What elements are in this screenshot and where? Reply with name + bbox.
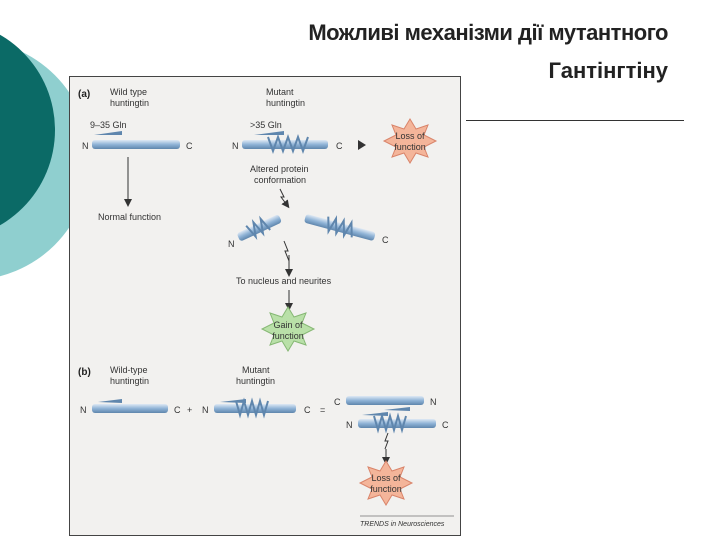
b-wt-tail [98,399,122,403]
slide-title-line2: Гантінгтіну [548,58,668,83]
mut-label-1: Mutant [266,87,294,97]
b-dimer-top-cylinder [346,396,424,405]
title-underline [466,120,684,121]
b-equals-sign: = [320,405,325,415]
b-dimer-n-bottom: N [346,420,353,430]
mut-gln-label: >35 Gln [250,120,282,130]
wt-c-term: C [186,141,193,151]
loss-of-function-star-b [358,460,414,506]
nucleus-label: To nucleus and neurites [236,276,332,286]
figure-credit: TRENDS in Neurosciences [360,521,445,528]
b-mut-label-2: huntingtin [236,376,275,386]
frag-n-term: N [228,239,235,249]
mut-n-term: N [232,141,239,151]
b-mut-coil [235,397,269,419]
b-dimer-n-top: N [430,397,437,407]
mut-c-term: C [336,141,343,151]
altered-line2: conformation [254,175,306,185]
b-dimer-c-top: C [334,397,341,407]
b-wt-cylinder [92,404,168,413]
b-mut-c-term: C [304,405,311,415]
loss-b-line1: Loss of [371,473,401,483]
wt-n-term: N [82,141,89,151]
wt-gln-label: 9–35 Gln [90,120,127,130]
mut-polyq-coil [267,134,309,154]
slide-title-line1: Можливі механізми дії мутантного [308,20,668,45]
loss-a-line1: Loss of [395,131,425,141]
b-wt-n-term: N [80,405,87,415]
wt-protein-cylinder [92,140,180,149]
wt-label-2: huntingtin [110,98,149,108]
huntingtin-mechanism-figure: (a) Wild type huntingtin 9–35 Gln N C No… [69,76,461,536]
b-dimer-c-bottom: C [442,420,449,430]
gain-line1: Gain of [273,320,303,330]
gain-line2: function [272,331,304,341]
b-dimer-coil [373,412,407,434]
mut-label-2: huntingtin [266,98,305,108]
b-mut-tail [220,399,246,403]
wt-label-1: Wild type [110,87,147,97]
figure-svg: (a) Wild type huntingtin 9–35 Gln N C No… [78,87,454,528]
frag-c-term: C [382,235,389,245]
loss-b-line2: function [370,484,402,494]
b-mut-n-term: N [202,405,209,415]
altered-line1: Altered protein [250,164,309,174]
decor-circle-dark [0,34,55,226]
arrow-conformation [279,188,290,209]
b-mut-label-1: Mutant [242,365,270,375]
b-wt-label-1: Wild-type [110,365,148,375]
arrow-cleavage [283,240,290,262]
b-dimer-top-tail [384,407,410,411]
mut-polyq-tail [254,131,284,135]
b-wt-label-2: huntingtin [110,376,149,386]
b-plus-sign: + [187,405,192,415]
misfolded-fragment-right [304,214,376,241]
panel-b-tag: (b) [78,367,91,378]
misfolded-fragment-left [237,215,282,241]
b-dimer-bottom-tail [362,412,388,416]
b-wt-c-term: C [174,405,181,415]
panel-a-tag: (a) [78,89,90,100]
normal-function-label: Normal function [98,212,161,222]
arrow-to-loss-a [358,140,366,150]
b-arrow-squiggle [384,432,389,450]
gain-of-function-star [260,306,316,352]
loss-of-function-star-a [382,118,438,164]
loss-a-line2: function [394,142,426,152]
wt-polyq-tail [94,131,122,135]
